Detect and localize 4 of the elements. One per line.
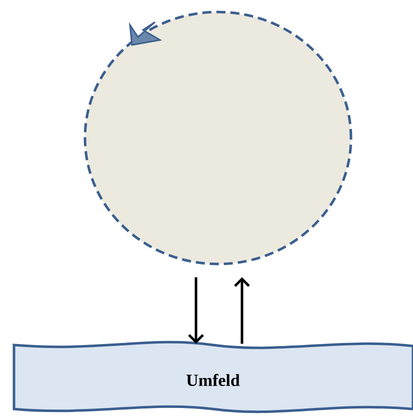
arrow xyxy=(234,277,250,344)
dashed-circle xyxy=(84,10,352,266)
band: Umfeld xyxy=(12,340,413,414)
arrow xyxy=(188,277,204,344)
